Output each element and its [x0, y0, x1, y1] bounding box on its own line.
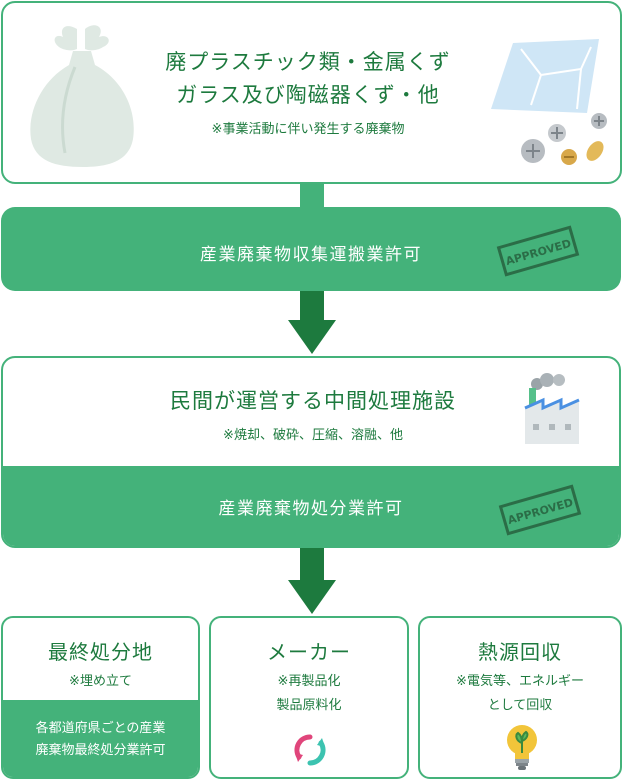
facility-title: 民間が運営する中間処理施設	[170, 389, 456, 413]
glass-shard-icon	[491, 39, 599, 113]
transport-permit-label: 産業廃棄物収集運搬業許可	[200, 245, 422, 265]
approved-stamp-icon: APPROVED	[496, 225, 580, 277]
connector-bar	[300, 184, 324, 208]
manufacturer-note: ※再製品化 製品原料化	[276, 674, 342, 713]
heat-recovery-box: 熱源回収 ※電気等、エネルギー として回収	[418, 616, 622, 779]
flow-arrow-shaft	[300, 548, 324, 582]
heat-recovery-title: 熱源回収	[478, 640, 562, 664]
screws-icon	[521, 113, 607, 165]
transport-permit-band: 産業廃棄物収集運搬業許可 APPROVED	[1, 207, 621, 291]
garbage-bag-icon	[30, 25, 134, 167]
disposal-permit-band: 産業廃棄物処分業許可 APPROVED	[3, 466, 619, 546]
final-disposal-permit-label: 各都道府県ごとの産業 廃棄物最終処分業許可	[35, 721, 166, 758]
waste-source-note: ※事業活動に伴い発生する廃棄物	[211, 122, 405, 137]
manufacturer-title: メーカー	[267, 640, 351, 664]
heat-recovery-note: ※電気等、エネルギー として回収	[456, 674, 584, 713]
final-disposal-permit-band: 各都道府県ごとの産業 廃棄物最終処分業許可	[3, 700, 198, 777]
approved-stamp-icon: APPROVED	[498, 484, 582, 536]
final-disposal-box: 最終処分地 ※埋め立て 各都道府県ごとの産業 廃棄物最終処分業許可	[1, 616, 200, 779]
svg-text:APPROVED: APPROVED	[504, 237, 572, 268]
light-bulb-icon	[507, 725, 537, 770]
waste-types-title: 廃プラスチック類・金属くず ガラス及び陶磁器くず・他	[165, 50, 451, 107]
flow-arrow-head	[288, 320, 336, 354]
processing-facility-box: 民間が運営する中間処理施設 ※焼却、破砕、圧縮、溶融、他 産業廃棄物処分業許可 …	[1, 356, 621, 548]
flow-arrow-head	[288, 580, 336, 614]
factory-icon	[524, 373, 580, 444]
manufacturer-box: メーカー ※再製品化 製品原料化	[209, 616, 409, 779]
flow-arrow-shaft	[300, 291, 324, 321]
final-disposal-title: 最終処分地	[48, 640, 153, 664]
disposal-permit-label: 産業廃棄物処分業許可	[218, 499, 404, 519]
waste-source-box: 廃プラスチック類・金属くず ガラス及び陶磁器くず・他 ※事業活動に伴い発生する廃…	[1, 1, 622, 184]
facility-note: ※焼却、破砕、圧縮、溶融、他	[223, 428, 403, 443]
final-disposal-note: ※埋め立て	[69, 674, 132, 689]
recycle-icon	[294, 734, 326, 766]
svg-text:APPROVED: APPROVED	[506, 496, 574, 527]
